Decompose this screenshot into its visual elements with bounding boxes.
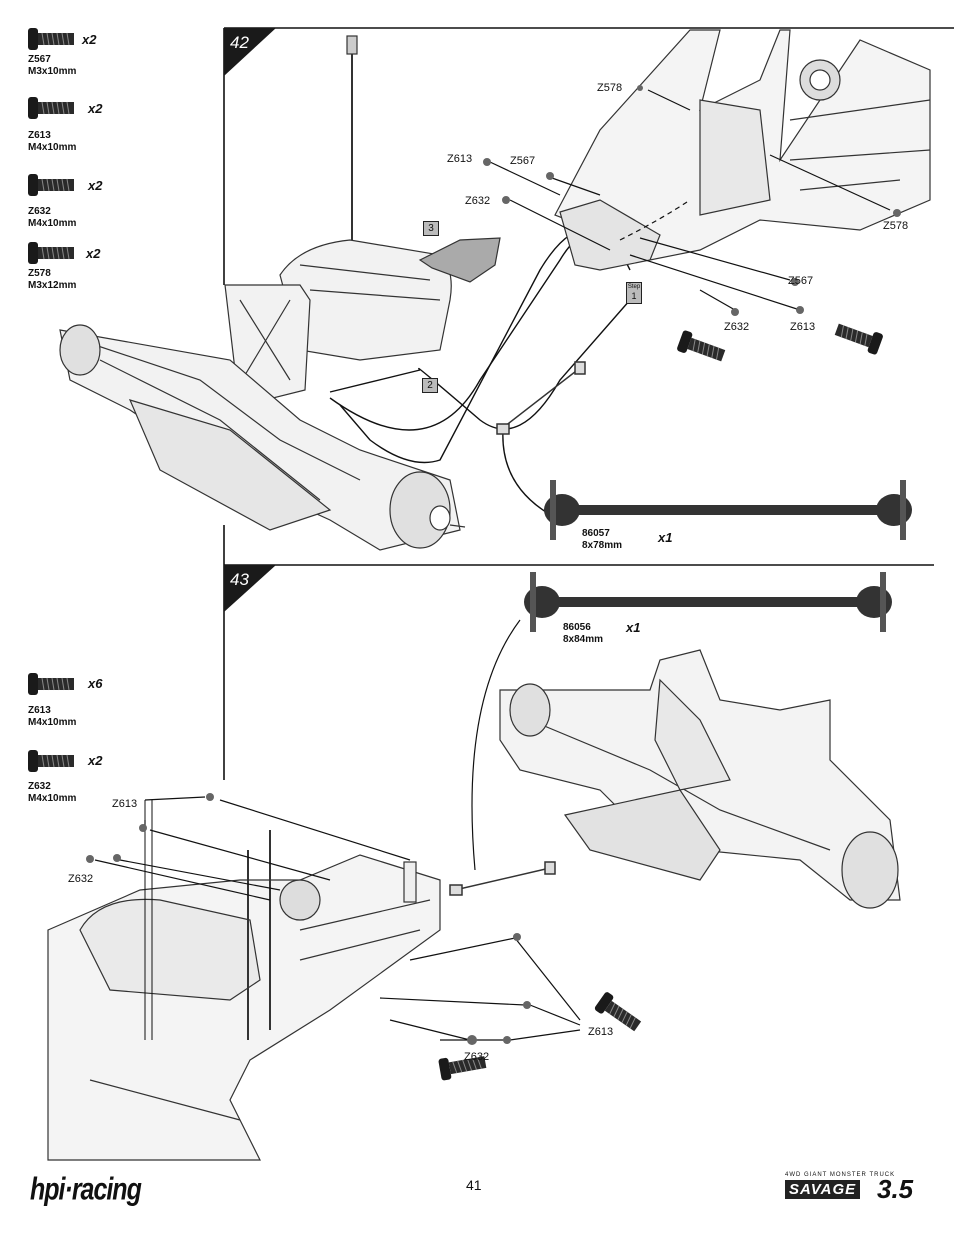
part-size: M4x10mm <box>28 142 77 153</box>
driveshaft-code: 86056 <box>563 622 591 633</box>
sequence-2: 2 <box>422 378 438 393</box>
driveshaft-size: 8x78mm <box>582 540 623 551</box>
part-size: M4x10mm <box>28 218 77 229</box>
step43-marker <box>224 565 276 612</box>
part-size: M4x10mm <box>28 717 77 728</box>
sequence-1: Step 1 <box>626 282 642 304</box>
step42-marker <box>224 28 276 76</box>
part-size: M3x10mm <box>28 66 77 77</box>
driveshaft-code: 86057 <box>582 528 610 539</box>
callout-z632-bottom: Z632 <box>724 321 750 333</box>
sequence-step-tag: Step <box>627 284 641 290</box>
driveshaft-qty: x1 <box>658 530 673 545</box>
driveshaft-qty: x1 <box>626 620 641 635</box>
callout-z613: Z613 <box>447 153 473 165</box>
product-name: SAVAGE <box>785 1180 861 1199</box>
part-size: M3x12mm <box>28 280 77 291</box>
part-qty: x2 <box>82 32 97 47</box>
part-size: M4x10mm <box>28 793 77 804</box>
page-number: 41 <box>466 1177 482 1193</box>
part-qty: x2 <box>88 178 103 193</box>
part-code: Z613 <box>28 705 51 716</box>
sequence-1-number: 1 <box>631 291 637 301</box>
part-qty: x2 <box>86 246 101 261</box>
part-code: Z632 <box>28 781 51 792</box>
callout-z567: Z567 <box>510 155 536 167</box>
part-code: Z613 <box>28 130 51 141</box>
callout-z632-left: Z632 <box>68 873 94 885</box>
part-code: Z567 <box>28 54 51 65</box>
part-code: Z578 <box>28 268 51 279</box>
hpi-racing-logo: hpi·racing <box>30 1172 142 1207</box>
part-qty: x2 <box>88 753 103 768</box>
callout-z578-right: Z578 <box>883 220 909 232</box>
part-code: Z632 <box>28 206 51 217</box>
step42-number: 42 <box>230 33 249 52</box>
step43-number: 43 <box>230 570 249 589</box>
callout-z613-left: Z613 <box>112 798 138 810</box>
product-version: 3.5 <box>877 1174 914 1204</box>
callout-z578: Z578 <box>597 82 623 94</box>
product-tag: 4WD GIANT MONSTER TRUCK <box>785 1172 896 1178</box>
savage-logo: 4WD GIANT MONSTER TRUCK SAVAGE 3.5 <box>785 1172 925 1206</box>
part-qty: x2 <box>88 101 103 116</box>
callout-z613-right: Z613 <box>588 1026 614 1038</box>
part-qty: x6 <box>88 676 103 691</box>
arrow-3 <box>418 237 501 283</box>
sequence-3: 3 <box>423 221 439 236</box>
callout-z613-bottom: Z613 <box>790 321 816 333</box>
callout-z632-bottom: Z632 <box>464 1051 490 1063</box>
callout-z632: Z632 <box>465 195 491 207</box>
callout-z567-right: Z567 <box>788 275 814 287</box>
driveshaft-size: 8x84mm <box>563 634 604 645</box>
